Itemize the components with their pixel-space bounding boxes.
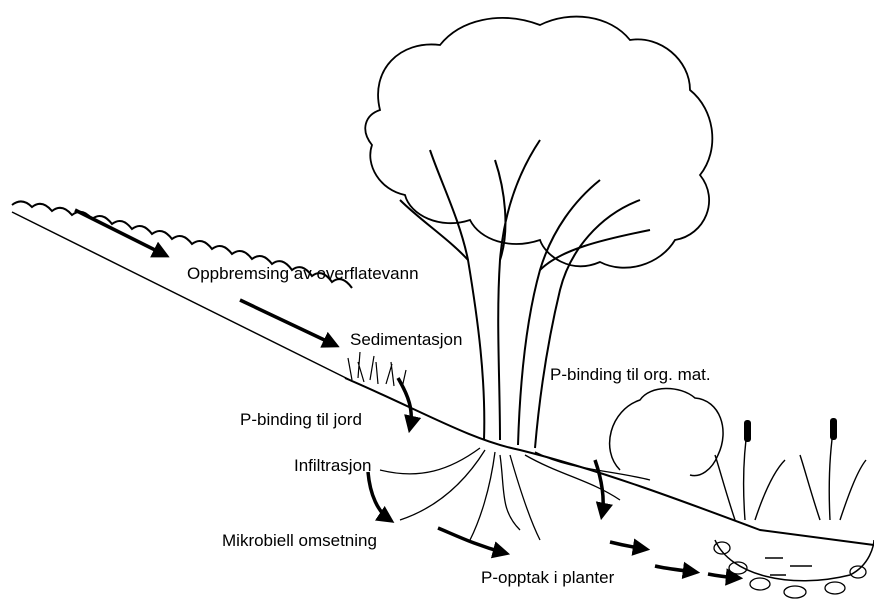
tree-roots	[380, 448, 650, 540]
ground-line	[345, 378, 874, 545]
label-sedimentasjon: Sedimentasjon	[350, 330, 462, 350]
label-p-binding-org: P-binding til org. mat.	[550, 365, 711, 385]
infiltration-arrow	[368, 472, 390, 520]
shrub	[610, 388, 723, 475]
microbial-arrow	[438, 528, 505, 553]
plant-uptake-arrow	[708, 574, 738, 578]
plant-uptake-arrow	[655, 566, 695, 572]
label-mikrobiell: Mikrobiell omsetning	[222, 531, 377, 551]
label-oppbremsing: Oppbremsing av overflatevann	[187, 264, 419, 284]
reed-head	[830, 418, 837, 440]
slope-line	[12, 212, 350, 380]
reeds	[715, 425, 866, 520]
plant-uptake-arrow	[610, 542, 645, 549]
reed-head	[744, 420, 751, 442]
label-p-binding-jord: P-binding til jord	[240, 410, 362, 430]
surface-flow-arrow	[240, 300, 335, 345]
pond-stones	[714, 542, 866, 598]
label-infiltrasjon: Infiltrasjon	[294, 456, 371, 476]
tree-trunk	[400, 140, 650, 448]
label-p-opptak: P-opptak i planter	[481, 568, 614, 588]
